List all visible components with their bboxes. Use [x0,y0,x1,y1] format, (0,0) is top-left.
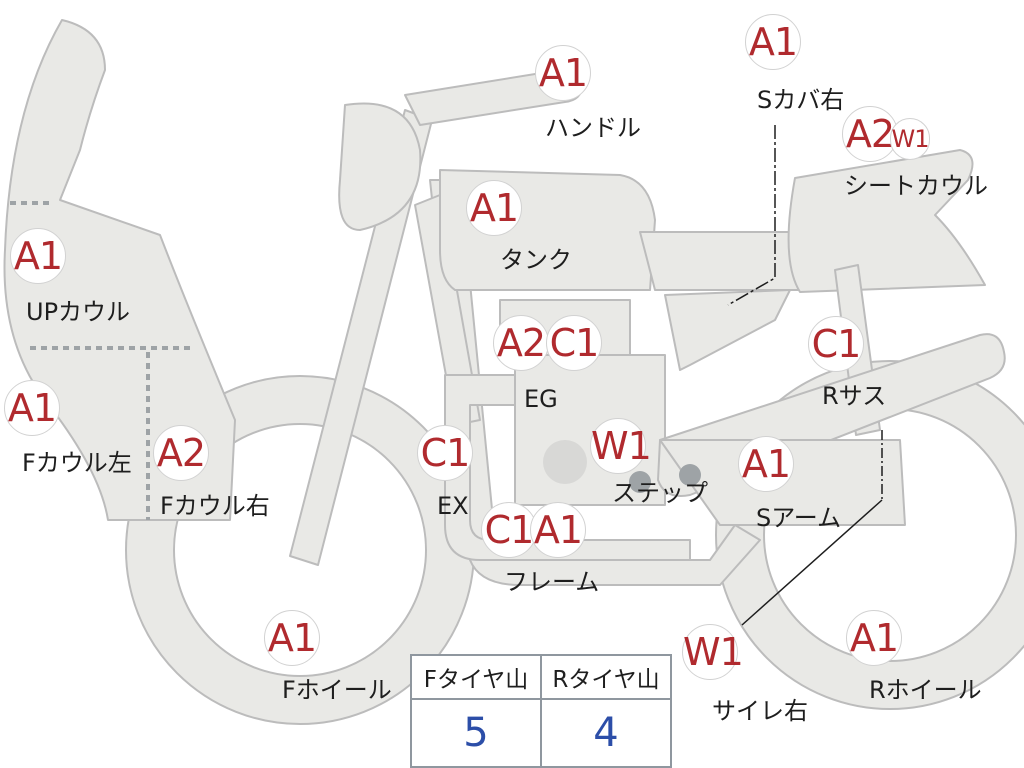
tank-label: タンク [500,246,572,274]
exhaust-grade-badge: C1 [417,425,473,481]
rear-tire-tread-header: Rタイヤ山 [540,654,672,700]
frame-grade-badge: C1 [481,502,537,558]
s-cover-right-label: Sカバ右 [757,86,845,114]
seat-cowl-grade-badge-2: W1 [890,118,930,160]
front-tire-tread-value: 5 [410,698,542,768]
tank-grade-badge: A1 [466,180,522,236]
engine-grade-badge: A2 [493,315,549,371]
step-label: ステップ [612,479,708,507]
rear-suspension-label: Rサス [822,382,887,410]
silencer-right-grade-badge: W1 [682,624,744,680]
step-grade-badge: W1 [590,418,652,474]
headlight [338,102,422,231]
rear-tire-tread-value: 4 [540,698,672,768]
rear-wheel-label: Rホイール [869,676,982,704]
engine-label: EG [524,385,558,413]
front-cowl-left-label: Fカウル左 [22,449,132,477]
front-cowl-left-grade-badge: A1 [4,380,60,436]
front-wheel-grade-badge: A1 [264,610,320,666]
seat-cowl-label: シートカウル [844,172,988,200]
front-cowl-right-grade-badge: A2 [153,425,209,481]
rear-wheel-grade-badge: A1 [846,610,902,666]
up-cowl-grade-badge: A1 [10,228,66,284]
front-wheel-label: Fホイール [282,676,392,704]
tire-tread-table: Fタイヤ山 Rタイヤ山 5 4 [410,654,672,768]
silencer-right-label: サイレ右 [712,697,808,725]
engine-grade-badge-2: C1 [546,315,602,371]
seat-cowl-shape [787,149,986,293]
handle-grade-badge: A1 [535,45,591,101]
seat-shape [639,231,801,291]
up-cowl-label: UPカウル [26,298,131,326]
s-cover-right-grade-badge: A1 [745,14,801,70]
cowl-shape [3,19,236,521]
frame-label: フレーム [504,568,600,596]
rear-suspension-grade-badge: C1 [808,316,864,372]
front-cowl-right-label: Fカウル右 [160,492,270,520]
front-tire-tread-header: Fタイヤ山 [410,654,542,700]
swing-arm-label: Sアーム [756,504,842,532]
frame-grade-badge-2: A1 [530,502,586,558]
handle-label: ハンドル [545,114,641,142]
swing-arm-grade-badge: A1 [738,436,794,492]
side-cover-shape [664,289,791,371]
exhaust-label: EX [437,492,469,520]
frame-down-tube [414,194,481,426]
seat-cowl-grade-badge: A2 [842,106,898,162]
